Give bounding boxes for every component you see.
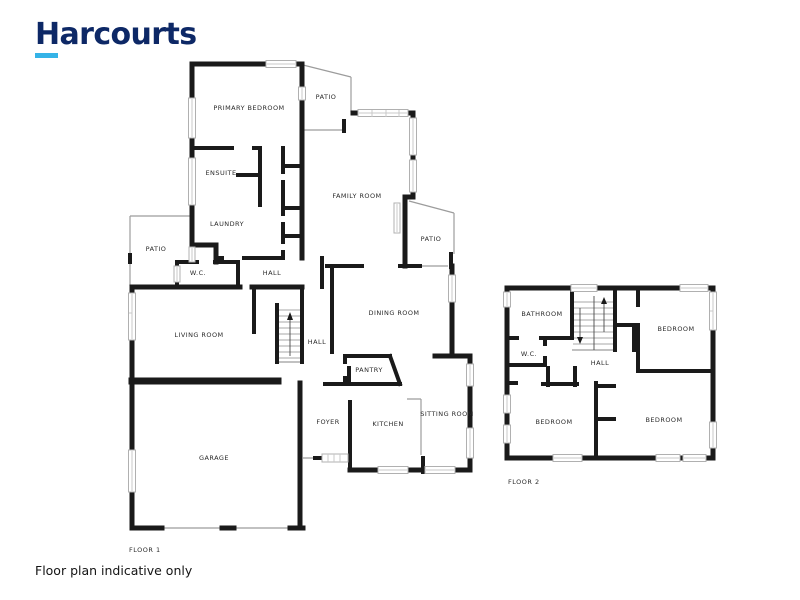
room-label-bedroom-left: BEDROOM	[535, 418, 573, 426]
room-label-pantry: PANTRY	[355, 366, 383, 374]
room-label-wc-2: W.C.	[520, 350, 538, 358]
stairs-up-arrow-icon	[601, 297, 607, 304]
room-label-hall-upper: HALL	[262, 269, 282, 277]
room-label-dining-room: DINING ROOM	[368, 309, 420, 317]
harcourts-logo-text: Harcourts	[35, 17, 197, 52]
room-label-ensuite: ENSUITE	[205, 169, 237, 177]
room-label-patio-left: PATIO	[145, 245, 167, 253]
room-label-patio-right: PATIO	[420, 235, 442, 243]
room-label-living-room: LIVING ROOM	[174, 331, 224, 339]
floor2-exterior-walls	[504, 285, 716, 461]
harcourts-logo: Harcourts	[35, 20, 197, 58]
disclaimer-text: Floor plan indicative only	[35, 563, 193, 578]
room-label-primary-bedroom: PRIMARY BEDROOM	[213, 104, 285, 112]
room-label-bedroom-top: BEDROOM	[657, 325, 695, 333]
stairs-up-arrow-icon	[287, 312, 293, 320]
front-door	[321, 453, 349, 463]
floor1-window-mullions	[129, 63, 471, 491]
stairs-down-arrow-icon	[577, 337, 583, 344]
room-label-wc: W.C.	[189, 269, 207, 277]
room-label-garage: GARAGE	[199, 454, 229, 462]
floor2-window-mullions	[506, 287, 714, 459]
room-label-bathroom: BATHROOM	[521, 310, 563, 318]
room-label-hall-2: HALL	[590, 359, 610, 367]
room-label-foyer: FOYER	[316, 418, 340, 426]
floor1-stairs	[279, 309, 301, 359]
floor2-stairs	[573, 296, 614, 350]
room-label-patio-top: PATIO	[315, 93, 337, 101]
harcourts-logo-underline	[35, 53, 58, 58]
room-label-laundry: LAUNDRY	[209, 220, 245, 228]
floor1-thin-lines	[129, 64, 455, 529]
floor2-interior-walls	[505, 286, 715, 460]
room-label-sitting-room: SITTING ROOM	[420, 410, 474, 418]
room-label-kitchen: KITCHEN	[372, 420, 404, 428]
floor1-caption: FLOOR 1	[129, 546, 161, 554]
floor2-caption: FLOOR 2	[508, 478, 540, 486]
room-label-bedroom-right: BEDROOM	[645, 416, 683, 424]
floor1-interior-walls	[128, 119, 453, 474]
room-label-family-room: FAMILY ROOM	[332, 192, 382, 200]
room-label-hall-stairs: HALL	[307, 338, 327, 346]
